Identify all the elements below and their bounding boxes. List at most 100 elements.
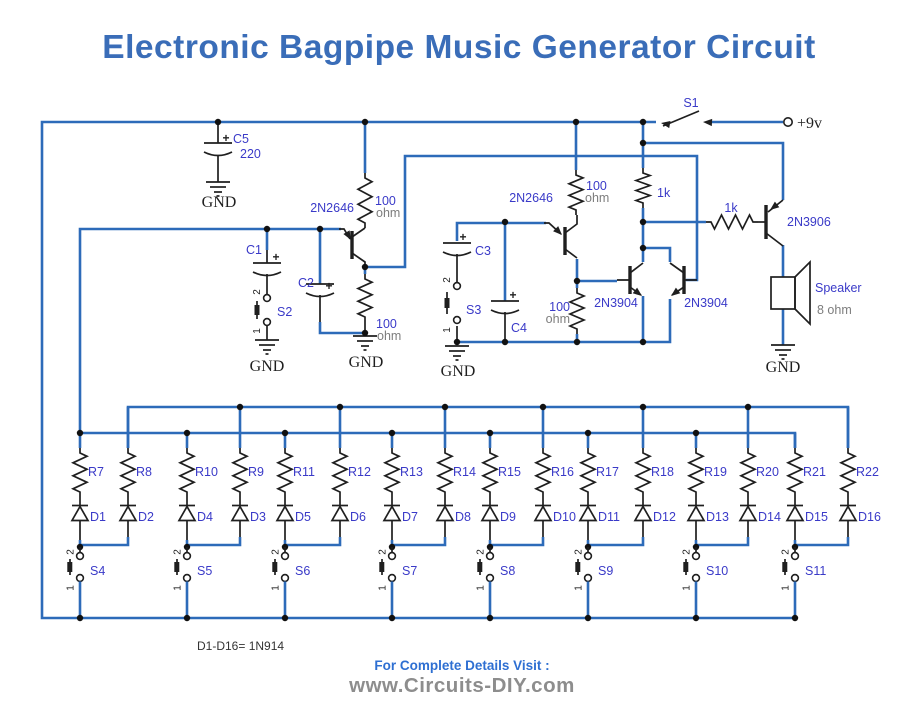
osc2-r-top: [566, 170, 586, 215]
s2-gnd-label: GND: [250, 358, 285, 375]
S10-actuator-cap[interactable]: [683, 562, 689, 572]
S10-terminal-2[interactable]: [691, 551, 701, 561]
S6-terminal-1-label: 1: [271, 585, 282, 591]
s2-terminal-1[interactable]: [262, 317, 272, 327]
switch-label-S8: S8: [500, 564, 515, 578]
base-resistor-label: 1k: [724, 201, 738, 215]
S9-actuator-cap[interactable]: [575, 562, 581, 572]
junction-dot: [692, 429, 700, 437]
diode-label-D13: D13: [706, 510, 729, 524]
mixer: 1k 1k 2N3904 2N3904: [594, 168, 766, 310]
diode-label-D7: D7: [402, 510, 418, 524]
S7-terminal-2[interactable]: [387, 551, 397, 561]
osc2-output-net: [575, 259, 617, 288]
power-switch-s1[interactable]: S1: [661, 96, 713, 129]
resistor-label-R8: R8: [136, 465, 152, 479]
resistor-label-R19: R19: [704, 465, 727, 479]
S6-terminal-2[interactable]: [280, 551, 290, 561]
S6-actuator-cap[interactable]: [272, 562, 278, 572]
resistor-label-R17: R17: [596, 465, 619, 479]
S9-terminal-2[interactable]: [583, 551, 593, 561]
diode-D12: [633, 504, 653, 522]
osc1-r-bottom: [355, 274, 375, 322]
switch-s3[interactable]: 2 1 S3: [442, 277, 481, 333]
resistor-R9: [230, 448, 250, 497]
s2-actuator-cap[interactable]: [254, 305, 260, 315]
switch-label-S4: S4: [90, 564, 105, 578]
S5-actuator-cap[interactable]: [174, 562, 180, 572]
footer-site: www.Circuits-DIY.com: [348, 674, 575, 697]
S8-terminal-1-label: 1: [476, 585, 487, 591]
diode-label-D2: D2: [138, 510, 154, 524]
osc1-r-bottom-value: 100: [376, 317, 397, 331]
c5-capacitor: [203, 142, 233, 157]
note-selector-array: R7D1R8D2R10D4R9D3R11D5R12D6R13D7R14D8R15…: [66, 403, 881, 622]
pair-link-wire: [285, 537, 342, 547]
s3-terminal-2[interactable]: [452, 281, 462, 291]
s3-actuator-cap[interactable]: [444, 298, 450, 308]
switch-S8[interactable]: 2 1 S8: [476, 543, 516, 622]
resistor-R20: [738, 448, 758, 497]
S4-terminal-1[interactable]: [75, 573, 85, 583]
switch-label-S11: S11: [805, 564, 826, 578]
resistor-R8: [118, 448, 138, 497]
S9-terminal-1-label: 1: [574, 585, 585, 591]
resistor-label-R16: R16: [551, 465, 574, 479]
junction-dot: [76, 614, 84, 622]
s2-terminal-2[interactable]: [262, 293, 272, 303]
S11-terminal-2[interactable]: [790, 551, 800, 561]
osc2-emitter-arrow-icon: [553, 226, 562, 235]
junction-dot: [441, 403, 449, 411]
c1-label: C1: [246, 243, 262, 257]
speaker-gnd-symbol: [771, 344, 795, 360]
resistor-R18: [633, 448, 653, 497]
pair-link-wire: [696, 537, 750, 547]
S5-terminal-1-label: 1: [173, 585, 184, 591]
S7-actuator-cap[interactable]: [379, 562, 385, 572]
osc2-r-bottom-unit: ohm: [546, 312, 570, 326]
S8-terminal-1[interactable]: [485, 573, 495, 583]
S9-terminal-1[interactable]: [583, 573, 593, 583]
S10-terminal-1[interactable]: [691, 573, 701, 583]
base-resistor: [706, 213, 758, 231]
S11-actuator-cap[interactable]: [782, 562, 788, 572]
S8-terminal-2-label: 2: [476, 549, 487, 555]
S11-terminal-2-label: 2: [781, 549, 792, 555]
s2-label: S2: [277, 305, 292, 319]
S4-actuator-cap[interactable]: [67, 562, 73, 572]
s2-terminal-2-label: 2: [252, 289, 263, 295]
resistor-label-R9: R9: [248, 465, 264, 479]
diode-D15: [785, 504, 805, 522]
osc2-r-bottom-value: 100: [549, 300, 570, 314]
S11-terminal-1[interactable]: [790, 573, 800, 583]
filter-cap-c5: + C5 220 GND: [202, 122, 261, 211]
S7-terminal-1[interactable]: [387, 573, 397, 583]
diode-label-D12: D12: [653, 510, 676, 524]
S8-actuator-cap[interactable]: [477, 562, 483, 572]
S5-terminal-1[interactable]: [182, 573, 192, 583]
S8-terminal-2[interactable]: [485, 551, 495, 561]
junction-dot: [236, 403, 244, 411]
s3-terminal-1[interactable]: [452, 315, 462, 325]
resistor-R12: [330, 448, 350, 497]
junction-dot: [183, 614, 191, 622]
S4-terminal-2[interactable]: [75, 551, 85, 561]
S7-terminal-1-label: 1: [378, 585, 389, 591]
switch-s2[interactable]: 2 1 S2: [252, 289, 292, 334]
S5-terminal-2[interactable]: [182, 551, 192, 561]
pullup-label: 1k: [657, 186, 671, 200]
S6-terminal-1[interactable]: [280, 573, 290, 583]
junction-dot: [388, 614, 396, 622]
